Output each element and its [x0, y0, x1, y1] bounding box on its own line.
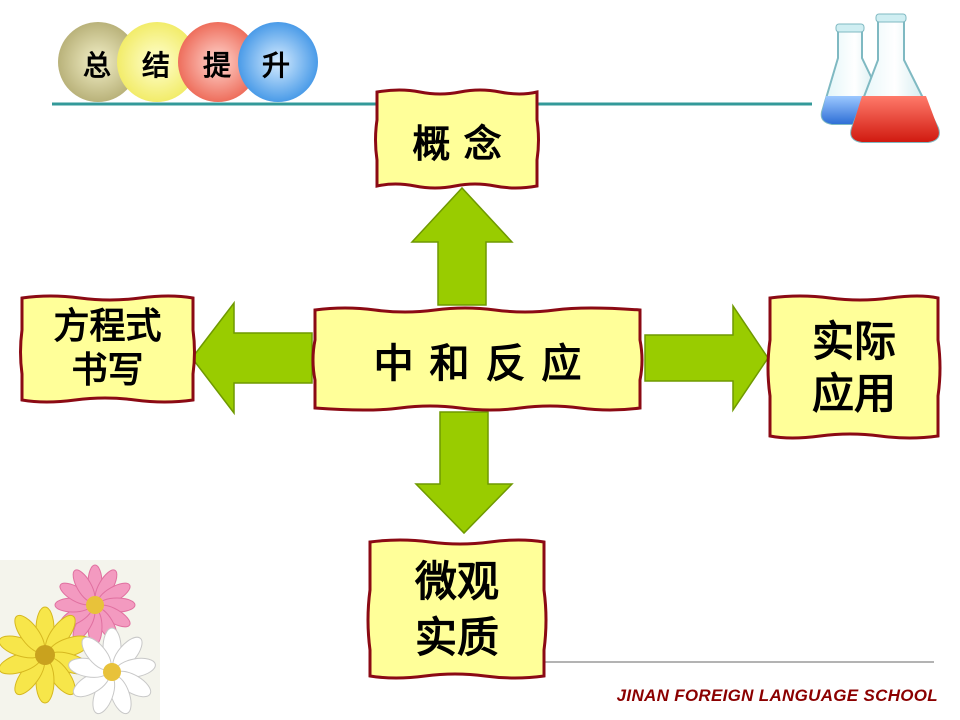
title-char-4: 升 — [262, 49, 291, 82]
practical-application-label: 实际 应用 — [770, 300, 938, 436]
micro-essence-line-2: 实质 — [414, 613, 499, 662]
box-left — [19, 294, 196, 404]
concept-label: 概 念 — [412, 121, 502, 166]
title-char-1: 总 — [83, 49, 112, 82]
box-right — [766, 294, 942, 440]
title-char-2: 结 — [142, 49, 171, 82]
equation-writing-line-1: 方程式 — [53, 306, 162, 347]
practical-application-line-2: 应用 — [811, 369, 896, 418]
arrow-right — [644, 303, 769, 413]
box-top — [374, 88, 540, 190]
title-badge — [58, 22, 318, 102]
flask-icon — [820, 13, 940, 143]
equation-writing-label: 方程式 书写 — [22, 298, 193, 400]
micro-essence-line-1: 微观 — [414, 557, 499, 606]
box-center — [311, 306, 644, 412]
arrow-down — [414, 411, 514, 535]
box-bottom — [366, 538, 548, 680]
arrow-up — [410, 186, 514, 306]
micro-essence-label: 微观 实质 — [370, 544, 544, 676]
center-label: 中 和 反 应 — [373, 341, 582, 387]
practical-application-line-1: 实际 — [811, 317, 896, 366]
equation-writing-line-2: 书写 — [71, 350, 144, 391]
title-char-3: 提 — [203, 49, 232, 82]
school-name-footer: JINAN FOREIGN LANGUAGE SCHOOL — [616, 686, 938, 705]
arrow-left — [191, 300, 313, 416]
flower-decoration — [0, 560, 160, 720]
